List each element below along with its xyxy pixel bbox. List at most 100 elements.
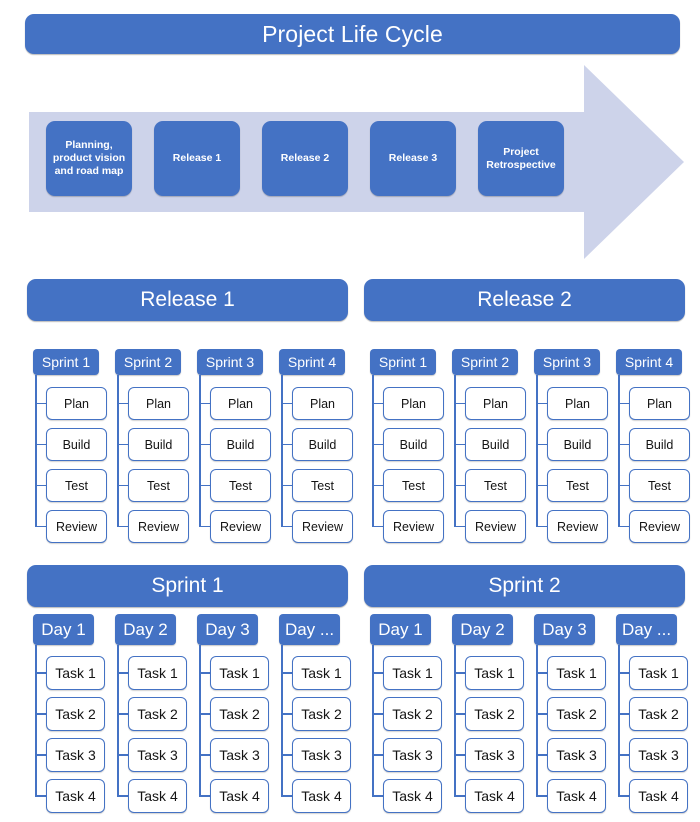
sprint-task-r1-s1-1[interactable]: Plan — [46, 387, 107, 420]
sprint-task-r2-s1-4[interactable]: Review — [383, 510, 444, 543]
sprint-task-r1-s2-2[interactable]: Build — [128, 428, 189, 461]
day-task-s1-d2-3[interactable]: Task 3 — [128, 738, 187, 772]
day-task-s1-d2-1[interactable]: Task 1 — [128, 656, 187, 690]
sprint-task-r1-s2-1[interactable]: Plan — [128, 387, 189, 420]
sprint-task-r2-s4-2[interactable]: Build — [629, 428, 690, 461]
sprint-task-r1-s2-4[interactable]: Review — [128, 510, 189, 543]
tree-trunk-line — [454, 645, 456, 796]
day-task-s1-d1-2[interactable]: Task 2 — [46, 697, 105, 731]
day-task-s2-d3-2[interactable]: Task 2 — [547, 697, 606, 731]
day-task-s2-d2-4[interactable]: Task 4 — [465, 779, 524, 813]
lifecycle-phase-box-1[interactable]: Planning, product vision and road map — [46, 121, 132, 196]
sprint-task-r1-s3-3[interactable]: Test — [210, 469, 271, 502]
day-header-s1-d3[interactable]: Day 3 — [197, 614, 258, 645]
day-header-s2-d4[interactable]: Day ... — [616, 614, 677, 645]
day-header-s2-d3[interactable]: Day 3 — [534, 614, 595, 645]
day-task-s1-d3-3[interactable]: Task 3 — [210, 738, 269, 772]
sprint-task-r2-s4-3[interactable]: Test — [629, 469, 690, 502]
sprint-task-r1-s3-4[interactable]: Review — [210, 510, 271, 543]
tree-connector-line — [618, 713, 629, 715]
sprint-task-r1-s3-2[interactable]: Build — [210, 428, 271, 461]
day-task-s1-d1-1[interactable]: Task 1 — [46, 656, 105, 690]
day-header-s2-d1[interactable]: Day 1 — [370, 614, 431, 645]
sprint-task-r2-s1-2[interactable]: Build — [383, 428, 444, 461]
lifecycle-phase-box-5[interactable]: Project Retrospective — [478, 121, 564, 196]
day-task-s2-d3-4[interactable]: Task 4 — [547, 779, 606, 813]
day-task-s1-d3-1[interactable]: Task 1 — [210, 656, 269, 690]
lifecycle-phase-box-4[interactable]: Release 3 — [370, 121, 456, 196]
day-task-s1-d4-4[interactable]: Task 4 — [292, 779, 351, 813]
sprint-task-r1-s4-4[interactable]: Review — [292, 510, 353, 543]
day-task-s2-d4-1[interactable]: Task 1 — [629, 656, 688, 690]
sprint-task-r2-s3-4[interactable]: Review — [547, 510, 608, 543]
day-header-s1-d2[interactable]: Day 2 — [115, 614, 176, 645]
day-task-s1-d4-1[interactable]: Task 1 — [292, 656, 351, 690]
tree-connector-line — [199, 525, 210, 528]
tree-connector-line — [536, 402, 547, 405]
sprint-task-r1-s4-2[interactable]: Build — [292, 428, 353, 461]
lifecycle-phase-box-3[interactable]: Release 2 — [262, 121, 348, 196]
tree-connector-line — [117, 754, 128, 756]
sprint-task-r1-s1-3[interactable]: Test — [46, 469, 107, 502]
sprint-task-r2-s3-1[interactable]: Plan — [547, 387, 608, 420]
tree-connector-line — [454, 754, 465, 756]
day-task-s2-d3-3[interactable]: Task 3 — [547, 738, 606, 772]
sprint-header-r1-s4[interactable]: Sprint 4 — [279, 349, 345, 375]
day-task-s2-d1-3[interactable]: Task 3 — [383, 738, 442, 772]
day-header-s1-d4[interactable]: Day ... — [279, 614, 340, 645]
day-task-s1-d4-3[interactable]: Task 3 — [292, 738, 351, 772]
tree-connector-line — [35, 754, 46, 756]
day-task-s2-d4-4[interactable]: Task 4 — [629, 779, 688, 813]
day-task-s2-d1-2[interactable]: Task 2 — [383, 697, 442, 731]
sprint-header-r1-s3[interactable]: Sprint 3 — [197, 349, 263, 375]
sprint-task-r1-s1-2[interactable]: Build — [46, 428, 107, 461]
day-task-s1-d4-2[interactable]: Task 2 — [292, 697, 351, 731]
day-task-s2-d4-2[interactable]: Task 2 — [629, 697, 688, 731]
day-task-s2-d1-4[interactable]: Task 4 — [383, 779, 442, 813]
tree-connector-line — [372, 484, 383, 487]
day-header-s2-d2[interactable]: Day 2 — [452, 614, 513, 645]
day-task-s1-d1-4[interactable]: Task 4 — [46, 779, 105, 813]
day-task-s1-d1-3[interactable]: Task 3 — [46, 738, 105, 772]
tree-connector-line — [281, 443, 292, 446]
day-task-s1-d2-2[interactable]: Task 2 — [128, 697, 187, 731]
sprint-header-r2-s2[interactable]: Sprint 2 — [452, 349, 518, 375]
tree-connector-line — [35, 713, 46, 715]
sprint-task-r1-s2-3[interactable]: Test — [128, 469, 189, 502]
day-task-s2-d2-1[interactable]: Task 1 — [465, 656, 524, 690]
sprint-task-r2-s2-1[interactable]: Plan — [465, 387, 526, 420]
sprint-task-r1-s1-4[interactable]: Review — [46, 510, 107, 543]
sprint-task-r1-s4-3[interactable]: Test — [292, 469, 353, 502]
sprint-task-r2-s3-2[interactable]: Build — [547, 428, 608, 461]
day-task-s1-d3-4[interactable]: Task 4 — [210, 779, 269, 813]
sprint-header-r2-s3[interactable]: Sprint 3 — [534, 349, 600, 375]
sprint-task-r1-s4-1[interactable]: Plan — [292, 387, 353, 420]
sprint-task-r1-s3-1[interactable]: Plan — [210, 387, 271, 420]
sprint-task-r2-s1-1[interactable]: Plan — [383, 387, 444, 420]
day-task-s2-d2-2[interactable]: Task 2 — [465, 697, 524, 731]
tree-trunk-line — [454, 375, 456, 527]
day-header-s1-d1[interactable]: Day 1 — [33, 614, 94, 645]
tree-connector-line — [199, 672, 210, 674]
day-task-s2-d3-1[interactable]: Task 1 — [547, 656, 606, 690]
tree-connector-line — [618, 672, 629, 674]
sprint-header-r1-s1[interactable]: Sprint 1 — [33, 349, 99, 375]
tree-trunk-line — [372, 375, 374, 527]
sprint-task-r2-s4-4[interactable]: Review — [629, 510, 690, 543]
day-task-s2-d1-1[interactable]: Task 1 — [383, 656, 442, 690]
sprint-header-r1-s2[interactable]: Sprint 2 — [115, 349, 181, 375]
day-task-s1-d2-4[interactable]: Task 4 — [128, 779, 187, 813]
sprint-task-r2-s4-1[interactable]: Plan — [629, 387, 690, 420]
day-task-s2-d2-3[interactable]: Task 3 — [465, 738, 524, 772]
tree-connector-line — [372, 795, 383, 797]
lifecycle-phase-box-2[interactable]: Release 1 — [154, 121, 240, 196]
sprint-task-r2-s3-3[interactable]: Test — [547, 469, 608, 502]
sprint-task-r2-s1-3[interactable]: Test — [383, 469, 444, 502]
sprint-header-r2-s1[interactable]: Sprint 1 — [370, 349, 436, 375]
sprint-header-r2-s4[interactable]: Sprint 4 — [616, 349, 682, 375]
day-task-s1-d3-2[interactable]: Task 2 — [210, 697, 269, 731]
day-task-s2-d4-3[interactable]: Task 3 — [629, 738, 688, 772]
sprint-task-r2-s2-2[interactable]: Build — [465, 428, 526, 461]
sprint-task-r2-s2-4[interactable]: Review — [465, 510, 526, 543]
sprint-task-r2-s2-3[interactable]: Test — [465, 469, 526, 502]
